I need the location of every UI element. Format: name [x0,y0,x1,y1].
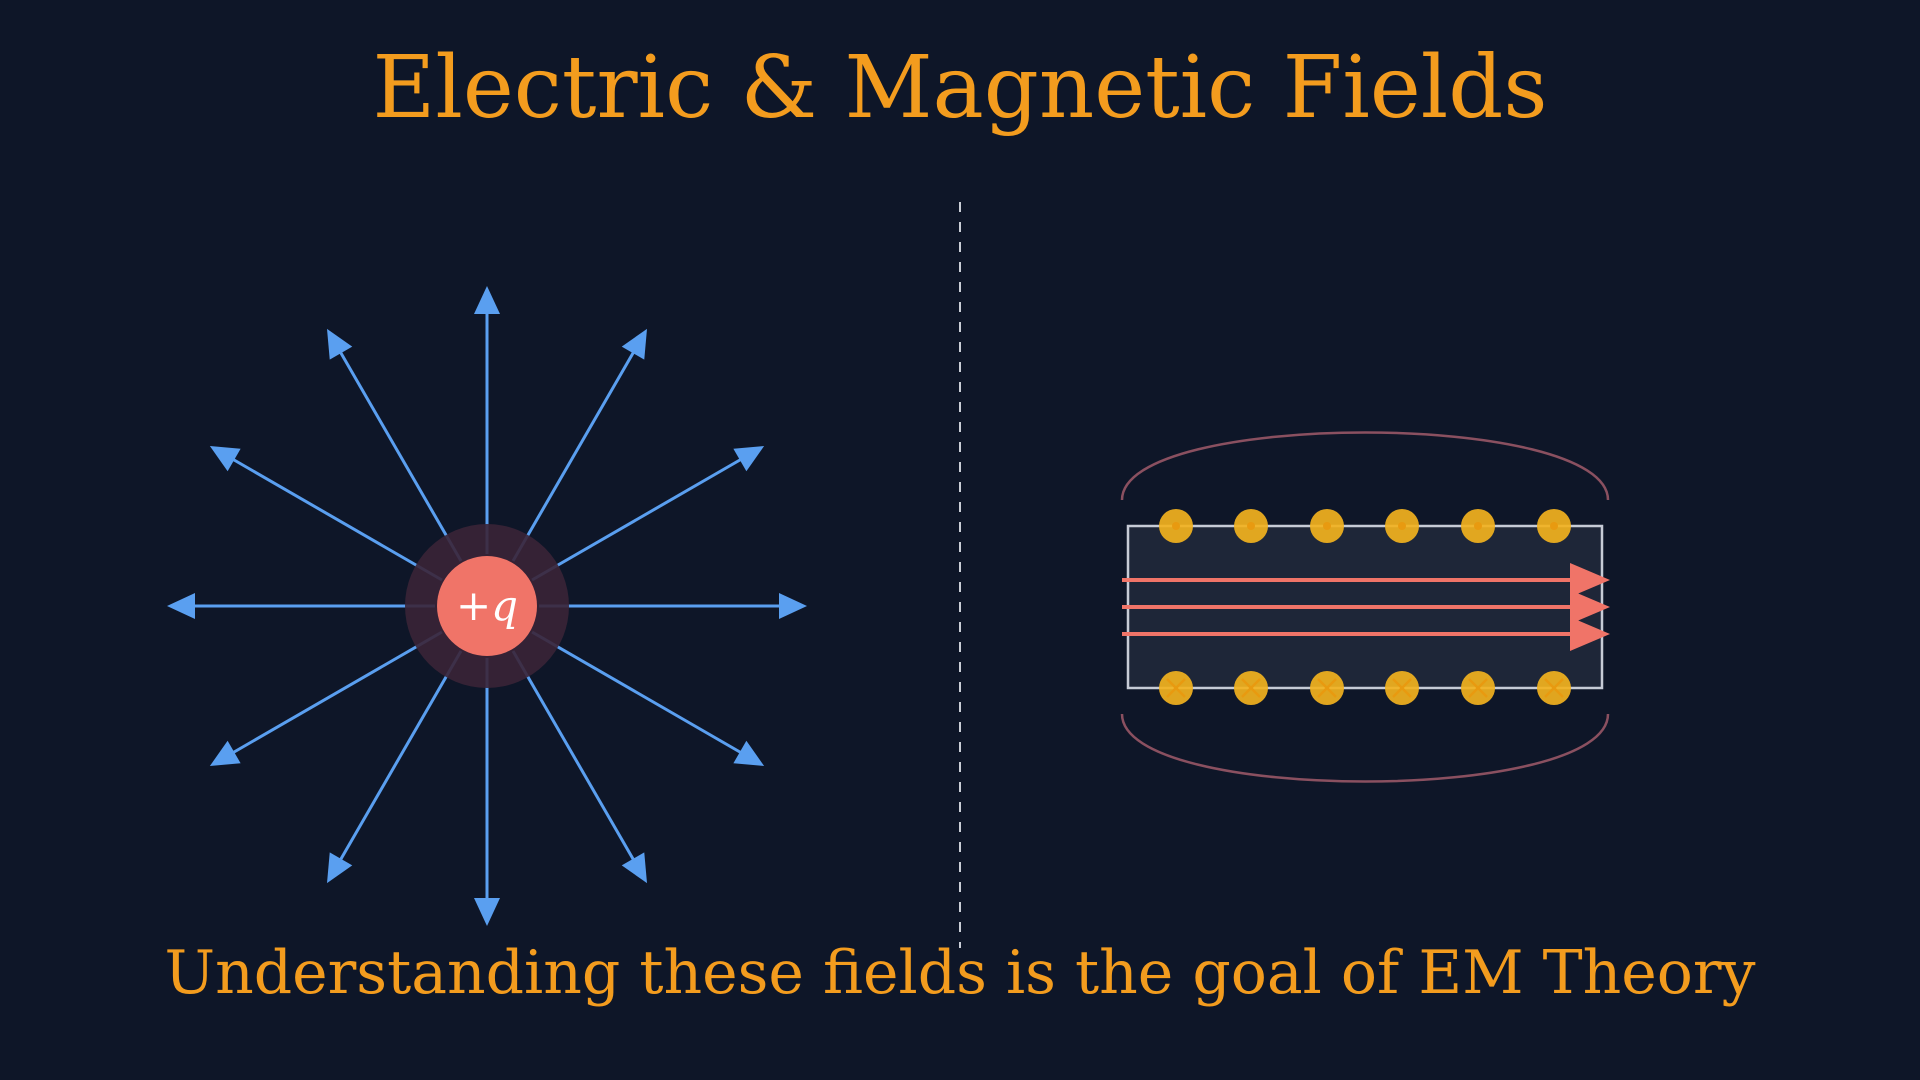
electric-field-diagram: +q [167,286,807,926]
field-arrowhead [474,898,500,926]
point-charge [437,556,537,656]
slide-caption: Understanding these fields is the goal o… [164,938,1756,1008]
interior-field-arrowhead [1570,617,1610,651]
current-out-marker [1310,509,1344,543]
interior-field-arrowhead [1570,563,1610,597]
current-in-marker [1461,671,1495,705]
field-line [511,650,636,862]
field-arrowhead [733,446,765,472]
field-arrowhead [621,328,647,360]
interior-field-arrowhead [1570,590,1610,624]
field-arrowhead [327,852,353,884]
interior-field-lines [1122,563,1610,651]
charge-label: +q [456,581,518,630]
field-arrowhead [621,852,647,884]
field-arrowhead [733,740,765,766]
field-line [338,350,463,562]
current-out-marker [1234,509,1268,543]
field-arrowhead [327,328,353,360]
field-arrowhead [474,286,500,314]
current-in-marker [1234,671,1268,705]
field-line [531,630,743,755]
current-out-marker [1537,509,1571,543]
current-out-marker [1385,509,1419,543]
field-arrowhead [167,593,195,619]
current-in-marker [1385,671,1419,705]
current-out-marker [1461,509,1495,543]
current-in-marker [1537,671,1571,705]
current-out-marker [1159,509,1193,543]
field-line [338,650,463,862]
field-line [231,630,443,755]
return-field-loop-top [1120,431,1610,501]
field-arrowhead [779,593,807,619]
return-field-loop-bottom [1120,713,1610,783]
wire-turns [1159,509,1571,705]
field-line [531,457,743,582]
field-arrowhead [209,740,241,766]
solenoid-magnetic-field-diagram [1120,431,1610,783]
current-in-marker [1310,671,1344,705]
current-in-marker [1159,671,1193,705]
field-line [511,350,636,562]
slide-title: Electric & Magnetic Fields [372,38,1548,138]
field-arrowhead [209,446,241,472]
field-line [231,457,443,582]
